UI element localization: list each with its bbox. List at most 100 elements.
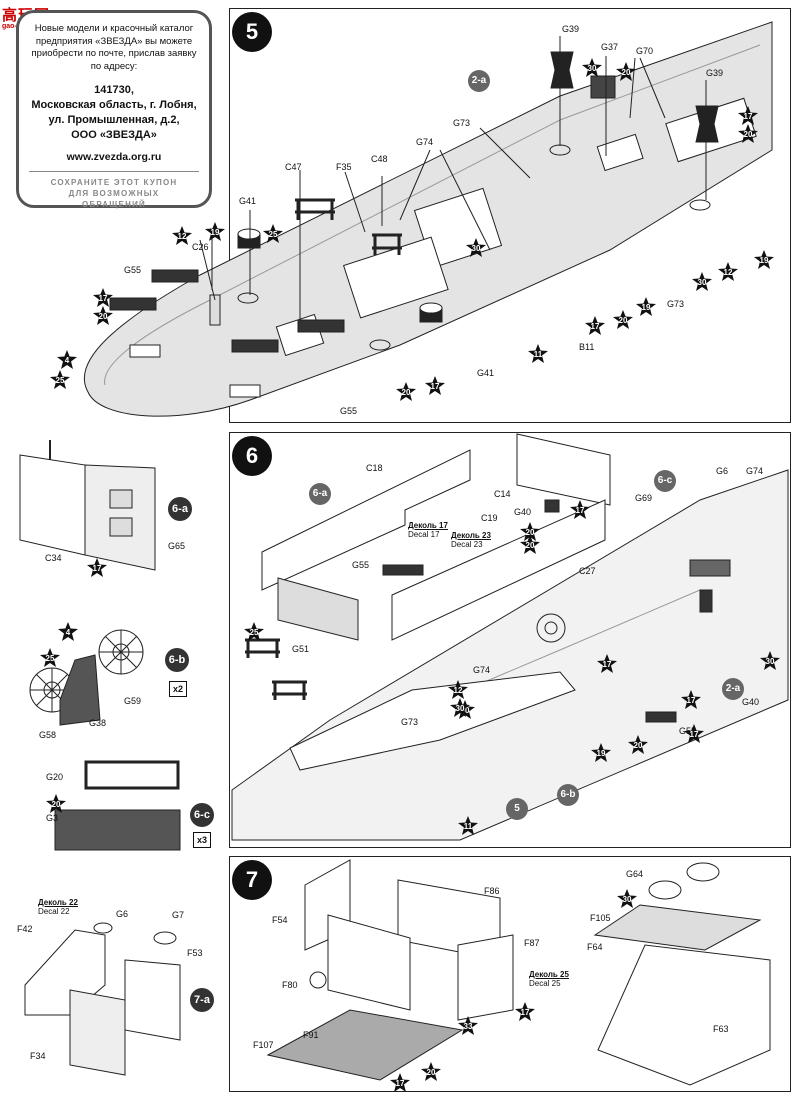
part-label: C14	[494, 489, 511, 499]
part-label: F87	[524, 938, 540, 948]
part-label: G55	[340, 406, 358, 416]
paint-code-star: 30	[760, 651, 780, 671]
paint-code: 17	[689, 730, 699, 739]
step-number-6: 6	[232, 436, 272, 476]
part-label: G74	[416, 137, 434, 147]
part-label: B11	[579, 342, 595, 352]
part-label: C48	[371, 154, 388, 164]
paint-code-star: 20	[520, 522, 540, 542]
paint-code: 20	[743, 130, 753, 139]
coupon-intro: Новые модели и красочный каталог предпри…	[31, 23, 197, 72]
part-label: G38	[89, 718, 107, 728]
paint-code-star: 11	[458, 816, 478, 836]
star-shape	[515, 1002, 535, 1021]
paint-code-star: 17	[570, 500, 590, 520]
star-shape	[172, 226, 192, 245]
part-label: F54	[272, 915, 288, 925]
substep-6c: 6-c	[190, 803, 214, 827]
paint-code-star: 20	[613, 310, 633, 330]
part-label: G69	[635, 493, 653, 503]
paint-code: 20	[633, 741, 643, 750]
paint-code: 30	[697, 278, 707, 287]
paint-code-star: 17	[515, 1002, 535, 1022]
star-shape	[582, 58, 602, 77]
star-shape	[570, 500, 590, 519]
part-label: G73	[667, 299, 685, 309]
paint-code: 30	[622, 895, 632, 904]
star-shape	[448, 680, 468, 699]
part-label: F35	[336, 162, 352, 172]
star-shape	[425, 376, 445, 395]
paint-code: 11	[533, 350, 543, 359]
paint-code-star: 17	[93, 288, 113, 308]
paint-code: 19	[759, 256, 769, 265]
paint-code-star: 30	[582, 58, 602, 78]
decal-en: Decal 23	[451, 540, 483, 549]
part-label: G73	[453, 118, 471, 128]
paint-code-star: 19	[636, 297, 656, 317]
part-label: C47	[285, 162, 302, 172]
part-label: G6	[116, 909, 129, 919]
paint-code: 4	[65, 628, 71, 637]
paint-code-star: 33	[458, 1016, 478, 1036]
star-shape	[450, 698, 470, 717]
paint-code: 25	[268, 230, 278, 239]
part-label: G7	[172, 910, 185, 920]
part-label: F53	[187, 948, 203, 958]
star-shape	[616, 62, 636, 81]
paint-code-star: 30	[692, 272, 712, 292]
paint-code-star: 30	[617, 889, 637, 909]
star-shape	[684, 724, 704, 743]
part-label: G41	[477, 368, 495, 378]
star-shape	[205, 222, 225, 241]
paint-code-star: 12	[448, 680, 468, 700]
part-label: G41	[239, 196, 257, 206]
part-label: F86	[484, 886, 500, 896]
paint-code: 20	[426, 1068, 436, 1077]
paint-code-star: 17	[390, 1073, 410, 1093]
star-shape	[466, 238, 486, 257]
part-label: G73	[401, 717, 419, 727]
star-shape	[636, 297, 656, 316]
star-shape	[263, 224, 283, 243]
paint-code: 19	[641, 303, 651, 312]
paint-code: 30	[460, 706, 470, 715]
star-shape	[58, 622, 78, 641]
ref-2a-step5: 2-a	[468, 70, 490, 92]
part-label: G74	[473, 665, 491, 675]
paint-code: 17	[575, 506, 585, 515]
star-shape	[93, 288, 113, 307]
paint-code: 19	[596, 749, 606, 758]
part-label: G37	[601, 42, 619, 52]
step-number-5: 5	[232, 12, 272, 52]
keep-line: СОХРАНИТЕ ЭТОТ КУПОН	[50, 178, 178, 187]
star-shape	[617, 889, 637, 908]
step-number-7: 7	[232, 860, 272, 900]
star-shape	[718, 262, 738, 281]
star-shape	[458, 1016, 478, 1035]
paint-code: 17	[98, 294, 108, 303]
paint-code-star: 20	[628, 735, 648, 755]
paint-code: 17	[602, 660, 612, 669]
paint-code-star: 17	[87, 558, 107, 578]
multiplier-6b: x2	[169, 681, 187, 697]
part-label: F64	[587, 942, 603, 952]
star-shape	[87, 558, 107, 577]
paint-code-star: 30	[466, 238, 486, 258]
part-label: F42	[17, 924, 33, 934]
paint-code: 20	[618, 316, 628, 325]
star-shape	[390, 1073, 410, 1092]
paint-code-star: 20	[738, 124, 758, 144]
address-line: 141730,	[94, 84, 134, 96]
coupon-keep-note: СОХРАНИТЕ ЭТОТ КУПОН ДЛЯ ВОЗМОЖНЫХ ОБРАЩ…	[29, 171, 199, 210]
substep-7a: 7-a	[190, 988, 214, 1012]
part-label: G39	[562, 24, 580, 34]
paint-code-star: 11	[528, 344, 548, 364]
paint-code: 4	[64, 356, 70, 365]
star-shape	[520, 522, 540, 541]
paint-code: 17	[92, 564, 102, 573]
star-shape	[57, 350, 77, 369]
paint-code: 30	[471, 244, 481, 253]
star-shape	[93, 306, 113, 325]
decal-en: Decal 22	[38, 907, 70, 916]
